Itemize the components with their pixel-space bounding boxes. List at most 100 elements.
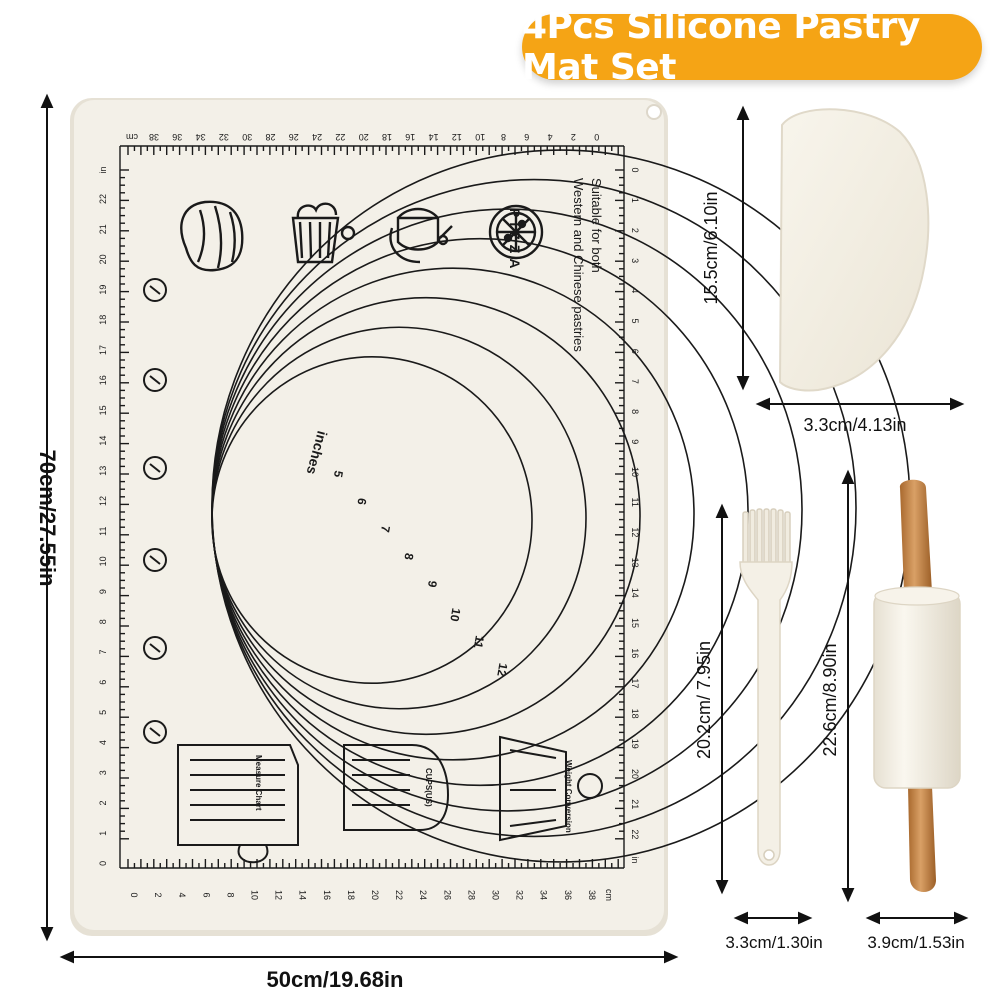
ruler-bottom-tick: 2 [153, 892, 163, 897]
ruler-bottom-tick: 34 [539, 890, 549, 900]
ruler-right-tick: 14 [630, 588, 640, 598]
ruler-bottom-tick: 30 [491, 890, 501, 900]
ruler-top-tick: 0 [594, 132, 599, 142]
circle-size-label: 7 [378, 524, 393, 533]
ruler-top-tick: 4 [548, 132, 553, 142]
ruler-right-tick: 15 [630, 618, 640, 628]
ruler-bottom-tick: 38 [587, 890, 597, 900]
ruler-top-tick: 36 [172, 132, 182, 142]
pin-width-label: 3.9cm/1.53in [867, 933, 964, 952]
mat-tagline-line2: Western and Chinese pastries [571, 178, 586, 352]
ruler-right-tick: 4 [630, 288, 640, 293]
ruler-in-label: in [98, 166, 108, 173]
ruler-right-tick: 3 [630, 258, 640, 263]
ruler-right-tick: 19 [630, 739, 640, 749]
non-stick-icon [143, 368, 167, 392]
ruler-cm-label: cm [604, 889, 614, 901]
mat-tagline-line1: Suitable for both [589, 178, 604, 273]
ruler-left-tick: 12 [98, 496, 108, 506]
ruler-left-tick: 2 [98, 800, 108, 805]
ruler-left-tick: 1 [98, 831, 108, 836]
ruler-top-tick: 6 [524, 132, 529, 142]
ruler-top-tick: 32 [219, 132, 229, 142]
circle-size-label: 5 [331, 469, 346, 478]
ruler-in-label: in [630, 856, 640, 863]
bpa-free-icon [143, 720, 167, 744]
mat-width-label: 50cm/19.68in [267, 967, 404, 992]
ruler-bottom-tick: 6 [201, 892, 211, 897]
ruler-top-tick: 26 [289, 132, 299, 142]
ruler-left-tick: 19 [98, 285, 108, 295]
feature-icons [143, 278, 167, 744]
circle-size-label: 10 [447, 607, 463, 623]
ruler-left-tick: 10 [98, 556, 108, 566]
ruler-top-tick: 18 [382, 132, 392, 142]
scraper-width-label: 3.3cm/4.13in [803, 415, 906, 435]
cups-chart-title: CUPS(US) [424, 768, 433, 807]
ruler-left-tick: 15 [98, 405, 108, 415]
ruler-top-tick: 10 [475, 132, 485, 142]
pin-height-label: 22.6cm/8.90in [820, 643, 840, 756]
ruler-left-tick: 17 [98, 345, 108, 355]
ruler-top-tick: 2 [571, 132, 576, 142]
ruler-left-tick: 0 [98, 861, 108, 866]
mat-height-label: 70cm/27.55in [35, 450, 60, 587]
brush-width-label: 3.3cm/1.30in [725, 933, 822, 952]
ruler-left-tick: 18 [98, 315, 108, 325]
weight-conversion-title: Weight Conversion [564, 760, 573, 833]
ruler-bottom-tick: 24 [418, 890, 428, 900]
scraper-height-label: 15.5cm/6.10in [701, 191, 721, 304]
pizza-icon [488, 204, 544, 260]
ruler-top-tick: 38 [149, 132, 159, 142]
brush-height-label: 20.2cm/ 7.95in [694, 641, 714, 759]
ruler-top-tick: 12 [452, 132, 462, 142]
ruler-bottom-tick: 16 [322, 890, 332, 900]
circle-size-label: 8 [401, 552, 416, 561]
measure-chart-title: Measure Chart [254, 755, 263, 811]
weight-conversion-scale [499, 735, 603, 842]
ruler-left-tick: 4 [98, 740, 108, 745]
food-grade-icon [143, 278, 167, 302]
ruler-bottom-tick: 8 [225, 892, 235, 897]
ruler-right-tick: 18 [630, 709, 640, 719]
dishwasher-icon [143, 456, 167, 480]
ruler-left-tick: 6 [98, 680, 108, 685]
ruler-bottom-tick: 18 [346, 890, 356, 900]
ruler-top-tick: 24 [312, 132, 322, 142]
rolling-pin [873, 479, 961, 892]
steamed-bun-icon [180, 200, 244, 272]
dough-scraper [778, 108, 930, 392]
ruler-top-tick: 8 [501, 132, 506, 142]
ruler-top-tick: 34 [196, 132, 206, 142]
ruler-left-tick: 5 [98, 710, 108, 715]
ruler-bottom-tick: 32 [515, 890, 525, 900]
silicone-brush [739, 508, 793, 866]
ruler-bottom-tick: 36 [563, 890, 573, 900]
ruler-right-tick: 0 [630, 167, 640, 172]
ruler-left-tick: 7 [98, 649, 108, 654]
ruler-bottom-tick: 0 [129, 892, 139, 897]
ruler-bottom-tick: 28 [466, 890, 476, 900]
circle-size-label: 11 [471, 634, 487, 649]
freezer-safe-icon [143, 636, 167, 660]
ruler-left-tick: 22 [98, 194, 108, 204]
ruler-left-tick: 20 [98, 254, 108, 264]
ruler-bottom-tick: 14 [298, 890, 308, 900]
ruler-left-tick: 9 [98, 589, 108, 594]
ruler-top-tick: 30 [242, 132, 252, 142]
ruler-left-tick: 21 [98, 224, 108, 234]
ruler-right-tick: 6 [630, 349, 640, 354]
ruler-bottom-tick: 20 [370, 890, 380, 900]
ruler-right-tick: 20 [630, 769, 640, 779]
ruler-left-tick: 14 [98, 436, 108, 446]
heat-resistant-icon [143, 548, 167, 572]
ruler-bottom-tick: 4 [177, 892, 187, 897]
circle-size-label: 9 [425, 579, 440, 588]
ruler-right-tick: 8 [630, 409, 640, 414]
ruler-right-tick: 2 [630, 228, 640, 233]
ruler-right-tick: 11 [630, 498, 640, 507]
ruler-top-tick: 20 [359, 132, 369, 142]
ruler-cm-label: cm [126, 132, 138, 142]
